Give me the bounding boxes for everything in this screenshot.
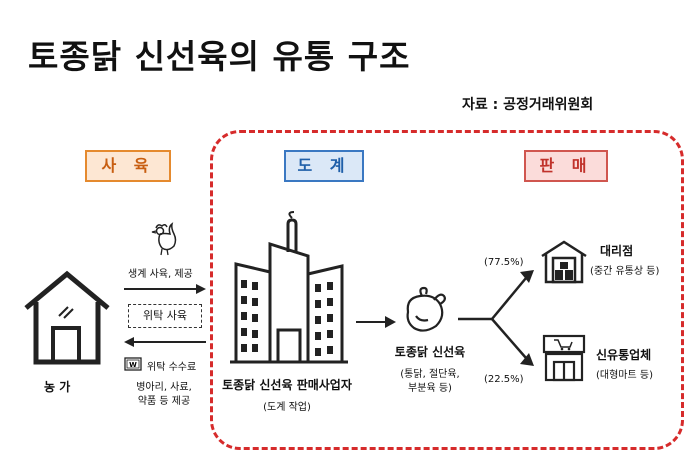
factory-icon <box>230 211 348 364</box>
arrow-left-icon <box>124 337 206 347</box>
arrow-right-icon <box>356 316 396 328</box>
meat-sublabel-line2: 부분육 등) <box>408 383 452 394</box>
money-icon: W <box>124 357 142 371</box>
house-icon <box>24 270 110 365</box>
raising-top-label: 생계 사육, 제공 <box>128 269 193 280</box>
channel-share-agency: (77.5%) <box>484 257 524 268</box>
page-title: 토종닭 신선육의 유통 구조 <box>28 37 411 76</box>
processing-sales-boundary <box>210 130 684 450</box>
channel-name-retail: 신유통업체 <box>596 348 652 362</box>
meat-label: 토종닭 신선육 <box>394 345 466 359</box>
meat-sublabel-line1: (통닭, 절단육, <box>400 369 460 380</box>
stage-slaughter-label: 도 계 <box>284 150 364 182</box>
warehouse-icon <box>541 240 587 284</box>
split-arrow-icon <box>458 270 534 366</box>
stage-sales-label: 판 매 <box>524 150 608 182</box>
rooster-icon <box>151 222 177 256</box>
fee-label: 위탁 수수료 <box>147 362 197 373</box>
consignment-raising-box: 위탁 사육 <box>128 304 202 328</box>
seller-sublabel: (도계 작업) <box>263 402 311 413</box>
supply-label-line1: 병아리, 사료, <box>136 382 192 393</box>
channel-desc-retail: (대형마트 등) <box>596 370 653 381</box>
chicken-meat-icon <box>406 286 446 332</box>
arrow-right-icon <box>124 284 206 294</box>
farm-label: 농 가 <box>44 380 71 394</box>
stage-raising-label: 사 육 <box>85 150 171 182</box>
channel-desc-agency: (중간 유통상 등) <box>590 266 660 277</box>
svg-text:W: W <box>129 361 137 369</box>
supply-label-line2: 약품 등 제공 <box>137 396 191 407</box>
store-icon <box>542 334 586 382</box>
seller-label: 토종닭 신선육 판매사업자 <box>222 378 352 392</box>
channel-name-agency: 대리점 <box>600 244 634 258</box>
source-note: 자료 : 공정거래위원회 <box>462 97 594 113</box>
channel-share-retail: (22.5%) <box>484 374 524 385</box>
